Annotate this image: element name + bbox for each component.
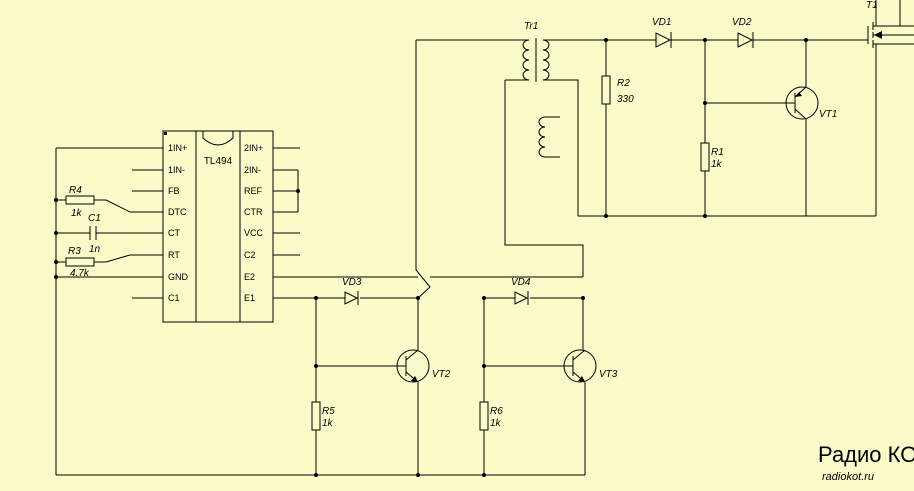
watermark-url: radiokot.ru [822, 471, 874, 483]
ic-pin-left: CT [168, 228, 180, 238]
transformer-tr1: Tr1 [505, 21, 606, 216]
watermark-title: Радио КОТ [818, 442, 914, 467]
t1-ref: T1 [866, 0, 878, 11]
right-leads [273, 147, 583, 300]
tr1-ref: Tr1 [524, 21, 538, 32]
vt3-ref: VT3 [599, 369, 618, 380]
ic-pin-right: CTR [244, 207, 263, 217]
ic-pin-right: C2 [244, 250, 256, 260]
ic-pin-right: E2 [244, 272, 255, 282]
ic-pin-right: VCC [244, 228, 264, 238]
ic-pin-right: 2IN+ [244, 143, 263, 153]
ic-pin-left: DTC [168, 207, 187, 217]
ic-pin-left: RT [168, 250, 180, 260]
vd4-ref: VD4 [511, 277, 531, 288]
vd3-ref: VD3 [342, 277, 362, 288]
resistor-r3: R3 4.7k [65, 246, 95, 279]
diode-vd3: VD3 [342, 277, 362, 305]
c1-ref: C1 [88, 213, 101, 224]
ic-notch [202, 131, 234, 146]
ic-pins-left: 1IN+ 1IN- FB DTC CT RT GND C1 [168, 143, 189, 303]
ic-pin-right: E1 [244, 293, 255, 303]
transistor-vt1: VT1 [705, 40, 837, 216]
ic-pin-right: REF [244, 186, 263, 196]
c1-value: 1n [89, 244, 101, 255]
ic-pin-left: 1IN- [168, 165, 185, 175]
resistor-r2: R2 330 [601, 38, 634, 218]
r4-value: 1k [71, 208, 83, 219]
ground-bus [56, 473, 585, 477]
watermark-logo: Радио КОТ radiokot.ru [818, 442, 914, 483]
resistor-r4: R4 1k [65, 185, 95, 219]
ic-pin-left: GND [168, 272, 189, 282]
capacitor-c1: C1 1n [88, 213, 101, 255]
ic-pin-left: FB [168, 186, 180, 196]
r5-value: 1k [322, 418, 334, 429]
ic-pin-right: 2IN- [244, 165, 261, 175]
ic-name: TL494 [204, 156, 233, 167]
ic-body [162, 130, 274, 323]
left-leads [54, 147, 163, 475]
resistor-r6: R6 1k [479, 298, 503, 475]
r4-ref: R4 [69, 185, 82, 196]
r3-value: 4.7k [70, 268, 90, 279]
r1-ref: R1 [711, 147, 724, 158]
vt1-ref: VT1 [819, 109, 837, 120]
transistor-vt3: VT3 [482, 298, 618, 475]
diode-vd4: VD4 [482, 277, 585, 305]
r6-ref: R6 [490, 406, 503, 417]
r1-value: 1k [711, 159, 723, 170]
vd2-ref: VD2 [732, 17, 752, 28]
r5-ref: R5 [322, 406, 335, 417]
tl494-ic: TL494 1IN+ 1IN- FB DTC CT RT GND C1 2IN+ 2IN- REF… [162, 130, 274, 323]
mosfet-t1: T1 [866, 0, 914, 48]
resistor-r1: R1 1k [700, 40, 724, 218]
r3-ref: R3 [68, 246, 81, 257]
r6-value: 1k [490, 418, 502, 429]
ic-pin-left: 1IN+ [168, 143, 187, 153]
ic-pin-left: C1 [168, 293, 180, 303]
r2-ref: R2 [617, 78, 630, 89]
vt2-ref: VT2 [432, 369, 451, 380]
r2-value: 330 [617, 94, 634, 105]
diode-vd1: VD1 [606, 17, 738, 48]
crossover-wires [415, 39, 584, 299]
transistor-vt2: VT2 [314, 298, 451, 475]
resistor-r5: R5 1k [311, 298, 335, 475]
diode-vd2: VD2 [732, 17, 868, 48]
vd1-ref: VD1 [652, 17, 671, 28]
upper-return-bus [578, 44, 877, 217]
